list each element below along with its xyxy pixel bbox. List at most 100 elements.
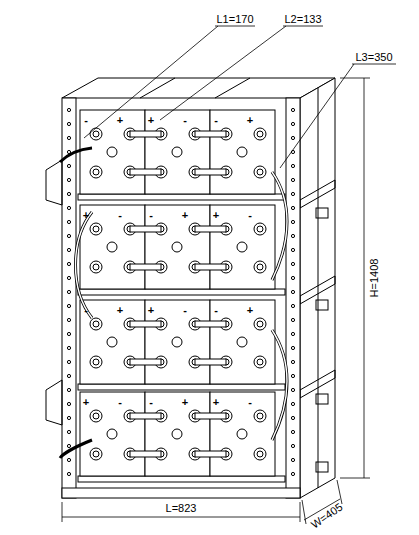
battery-case <box>145 205 210 289</box>
post-hole <box>291 318 294 321</box>
terminal <box>90 410 102 422</box>
polarity-sign: - <box>214 115 218 126</box>
length-dimension: L=823 <box>165 503 198 514</box>
post-hole <box>67 178 70 181</box>
post-hole <box>291 276 294 279</box>
inter-cell-strap <box>195 321 226 327</box>
terminal-bolt <box>257 359 263 365</box>
polarity-sign: - <box>84 115 88 126</box>
inter-tier-cables-inner <box>76 172 288 440</box>
post-hole <box>67 276 70 279</box>
terminal-bolt <box>257 169 263 175</box>
inter-cell-strap <box>195 359 226 365</box>
post-hole <box>67 472 70 475</box>
post-hole <box>291 108 294 111</box>
inter-cell-strap <box>130 413 161 419</box>
vent-cap <box>107 147 117 157</box>
terminal <box>254 356 266 368</box>
post-hole <box>67 164 70 167</box>
post-hole <box>291 444 294 447</box>
post-hole <box>291 262 294 265</box>
side-post <box>318 88 319 488</box>
terminal <box>254 448 266 460</box>
polarity-sign: - <box>118 397 122 408</box>
post-hole <box>291 122 294 125</box>
battery-case <box>210 110 275 194</box>
post-hole <box>291 290 294 293</box>
polarity-sign: - <box>183 115 187 126</box>
rack-top-seam <box>215 78 250 98</box>
terminal-bolt <box>93 226 99 232</box>
batteries <box>78 110 285 482</box>
post-hole <box>291 332 294 335</box>
inter-cell-strap <box>130 359 161 365</box>
post-hole <box>67 416 70 419</box>
inter-cell-strap <box>130 264 161 270</box>
polarity-sign: - <box>149 397 153 408</box>
inter-cell-strap <box>195 264 226 270</box>
width-dimension: W=405 <box>309 501 346 531</box>
terminal-bolt <box>257 451 263 457</box>
polarity-sign: + <box>247 115 253 126</box>
terminal <box>254 223 266 235</box>
battery-case <box>145 300 210 384</box>
post-hole <box>67 248 70 251</box>
rack-base <box>62 488 300 498</box>
side-rails <box>300 180 335 472</box>
post-hole <box>67 234 70 237</box>
tier-shelf <box>78 476 285 482</box>
rack-top-seam <box>140 78 175 98</box>
terminal-bolt <box>93 131 99 137</box>
post-hole <box>67 360 70 363</box>
vent-cap <box>172 429 182 439</box>
post-hole <box>67 388 70 391</box>
post-hole <box>67 192 70 195</box>
post-hole <box>67 332 70 335</box>
inter-cell-strap <box>195 131 226 137</box>
terminal <box>254 261 266 273</box>
terminal <box>90 223 102 235</box>
terminal <box>254 166 266 178</box>
vent-cap <box>107 242 117 252</box>
post-hole <box>291 402 294 405</box>
terminal-bolt <box>93 264 99 270</box>
post-hole <box>67 108 70 111</box>
polarity-sign: - <box>149 210 153 221</box>
vent-cap <box>107 429 117 439</box>
post-hole <box>291 248 294 251</box>
terminal-bolt <box>93 413 99 419</box>
vent-cap <box>237 429 247 439</box>
post-hole <box>67 136 70 139</box>
post-hole <box>291 374 294 377</box>
terminal-bolt <box>257 131 263 137</box>
rack-top <box>62 78 335 98</box>
post-holes <box>67 108 294 475</box>
terminal-bolt <box>93 451 99 457</box>
terminal-bolt <box>93 359 99 365</box>
inter-cell-strap <box>195 226 226 232</box>
inter-cell-strap <box>130 451 161 457</box>
terminal <box>254 128 266 140</box>
bracket <box>46 160 62 205</box>
inter-cell-strap <box>130 321 161 327</box>
post-hole <box>291 388 294 391</box>
post-hole <box>67 402 70 405</box>
inter-cell-strap <box>195 413 226 419</box>
post-hole <box>67 444 70 447</box>
polarity-sign: + <box>148 305 154 316</box>
tier-shelf <box>78 194 285 200</box>
terminal <box>90 128 102 140</box>
callout-dimension: L2=133 <box>283 14 322 25</box>
post-hole <box>291 360 294 363</box>
vent-cap <box>237 337 247 347</box>
post-hole <box>67 458 70 461</box>
battery-case <box>80 392 145 476</box>
terminal-bolt <box>93 321 99 327</box>
polarity-sign: - <box>118 210 122 221</box>
post-hole <box>67 318 70 321</box>
inter-cell-strap <box>130 169 161 175</box>
terminal <box>90 261 102 273</box>
polarity-sign: + <box>182 210 188 221</box>
post-hole <box>291 234 294 237</box>
